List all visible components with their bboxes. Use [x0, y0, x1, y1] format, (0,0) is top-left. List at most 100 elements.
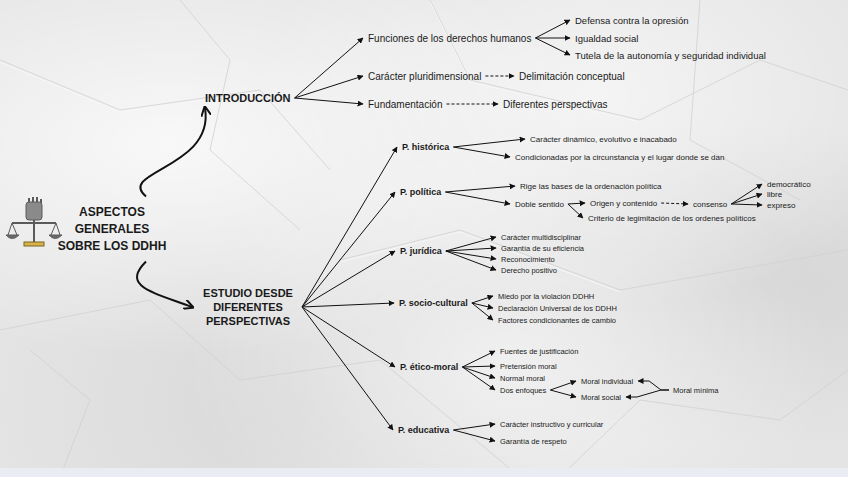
- node-text: P. política: [400, 187, 441, 197]
- connector-arrow: [446, 251, 496, 270]
- node-text: Origen y contenido: [590, 199, 657, 208]
- node-text: Carácter multidisciplinar: [501, 233, 581, 242]
- leaf-label: expreso: [765, 200, 797, 211]
- leaf-label: Doble sentido: [513, 199, 566, 210]
- connector-arrow: [302, 251, 395, 307]
- node-text: Miedo por la violación DDHH: [498, 292, 594, 301]
- connector-arrow: [302, 303, 394, 307]
- node-text: P. histórica: [402, 142, 449, 152]
- leaf-label: Factores condicionantes de cambio: [496, 315, 618, 326]
- connector-arrow: [731, 204, 762, 205]
- connector-arrow: [731, 184, 762, 204]
- leaf-label: consenso: [691, 199, 729, 210]
- connector-arrow: [302, 307, 395, 367]
- connector-arrow: [626, 390, 669, 397]
- node-text: Factores condicionantes de cambio: [498, 316, 616, 325]
- leaf-label: Pretensión moral: [498, 361, 559, 372]
- leaf-label: Rige las bases de la ordenación política: [518, 181, 663, 192]
- leaf-label: Reconocimiento: [499, 254, 557, 265]
- connector-arrow: [472, 303, 493, 320]
- node-text: Reconocimiento: [501, 255, 555, 264]
- connector-arrow: [302, 147, 397, 307]
- leaf-label: Moral individual: [579, 376, 635, 387]
- node-text: Carácter pluridimensional: [368, 71, 481, 82]
- node-text: P. ético-moral: [400, 362, 458, 372]
- leaf-label: Defensa contra la opresión: [573, 14, 691, 27]
- connector-arrow: [731, 194, 762, 204]
- leaf-label: Carácter dinámico, evolutivo e inacabado: [528, 134, 679, 145]
- node-text: Delimitación conceptual: [519, 71, 625, 82]
- connector-arrow: [550, 381, 576, 390]
- node-text: Funciones de los derechos humanos: [368, 33, 531, 44]
- connector-arrow: [485, 76, 514, 77]
- leaf-label: Criterio de legimitación de los ordenes …: [586, 213, 758, 224]
- node-text: Moral mínima: [673, 386, 718, 395]
- node-text: libre: [767, 190, 782, 199]
- leaf-label: Derecho positivo: [499, 265, 559, 276]
- node-text: consenso: [693, 200, 727, 209]
- node-text: Moral social: [581, 393, 621, 402]
- leaf-label: Dos enfoques: [498, 385, 548, 396]
- node-text: Tutela de la autonomía y seguridad indiv…: [575, 50, 766, 61]
- branch-label: Fundamentación: [366, 98, 445, 111]
- leaf-label: Declaración Universal de los DDHH: [496, 303, 619, 314]
- connector-arrow: [550, 390, 576, 397]
- connector-arrow: [140, 108, 205, 197]
- leaf-label: Moral mínima: [671, 385, 720, 396]
- connector-arrow: [447, 104, 499, 105]
- node-text: P. jurídica: [400, 246, 442, 256]
- perspective-label: P. histórica: [400, 141, 451, 153]
- node-text: expreso: [767, 201, 795, 210]
- branch-label: Carácter pluridimensional: [366, 70, 483, 83]
- node-text: Derecho positivo: [501, 266, 557, 275]
- node-text: Carácter instructivo y curricular: [500, 420, 603, 429]
- connector-arrow: [535, 38, 570, 55]
- node-text: Pretensión moral: [500, 362, 557, 371]
- connector-arrow: [453, 424, 495, 430]
- node-text: P. socio-cultural: [399, 298, 468, 308]
- perspective-label: P. socio-cultural: [397, 297, 470, 309]
- connector-arrow: [661, 203, 688, 204]
- connector-arrow: [445, 186, 515, 192]
- node-text: democrático: [767, 180, 811, 189]
- node-text: INTRODUCCIÓN: [205, 92, 291, 104]
- node-text: Declaración Universal de los DDHH: [498, 304, 617, 313]
- connector-arrow: [446, 248, 496, 251]
- justice-icon: [6, 197, 62, 246]
- leaf-label: Igualdad social: [573, 32, 640, 45]
- connector-arrow: [302, 307, 393, 430]
- node-text: ASPECTOS GENERALES SOBRE LOS DDHH: [52, 204, 172, 255]
- leaf-label: Normal moral: [498, 373, 547, 384]
- perspective-label: P. jurídica: [398, 245, 444, 257]
- connector-arrow: [446, 251, 496, 259]
- connector-arrow: [137, 262, 192, 308]
- connector-arrow: [295, 76, 363, 98]
- connector-arrow: [568, 203, 585, 204]
- node-text: Normal moral: [500, 374, 545, 383]
- leaf-label: Carácter multidisciplinar: [499, 232, 583, 243]
- leaf-label: Garantía de su eficiencia: [499, 243, 586, 254]
- node-text: Dos enfoques: [500, 386, 546, 395]
- leaf-label: Condicionadas por la circunstancia y el …: [513, 152, 726, 163]
- main-branch: ESTUDIO DESDE DIFERENTES PERSPECTIVAS: [196, 285, 300, 329]
- leaf-label: democrático: [765, 179, 813, 190]
- leaf-label: Miedo por la violación DDHH: [496, 291, 596, 302]
- connector-arrow: [446, 237, 496, 251]
- node-text: ESTUDIO DESDE DIFERENTES PERSPECTIVAS: [198, 286, 298, 328]
- leaf-label: libre: [765, 189, 784, 200]
- node-text: Carácter dinámico, evolutivo e inacabado: [530, 135, 677, 144]
- connector-arrow: [462, 367, 495, 390]
- node-text: Moral individual: [581, 377, 633, 386]
- leaf-label: Garantía de respeto: [498, 436, 569, 447]
- perspective-label: P. política: [398, 186, 443, 198]
- connector-arrow: [462, 351, 495, 367]
- leaf-label: Fuentes de justificación: [498, 346, 580, 357]
- branch-label: Funciones de los derechos humanos: [366, 32, 533, 45]
- node-text: Doble sentido: [515, 200, 564, 209]
- node-text: Garantía de su eficiencia: [501, 244, 584, 253]
- connector-arrow: [462, 366, 495, 367]
- main-branch: INTRODUCCIÓN: [203, 91, 293, 105]
- connector-arrow: [445, 192, 510, 204]
- node-text: Diferentes perspectivas: [503, 99, 608, 110]
- connector-arrow: [535, 38, 570, 39]
